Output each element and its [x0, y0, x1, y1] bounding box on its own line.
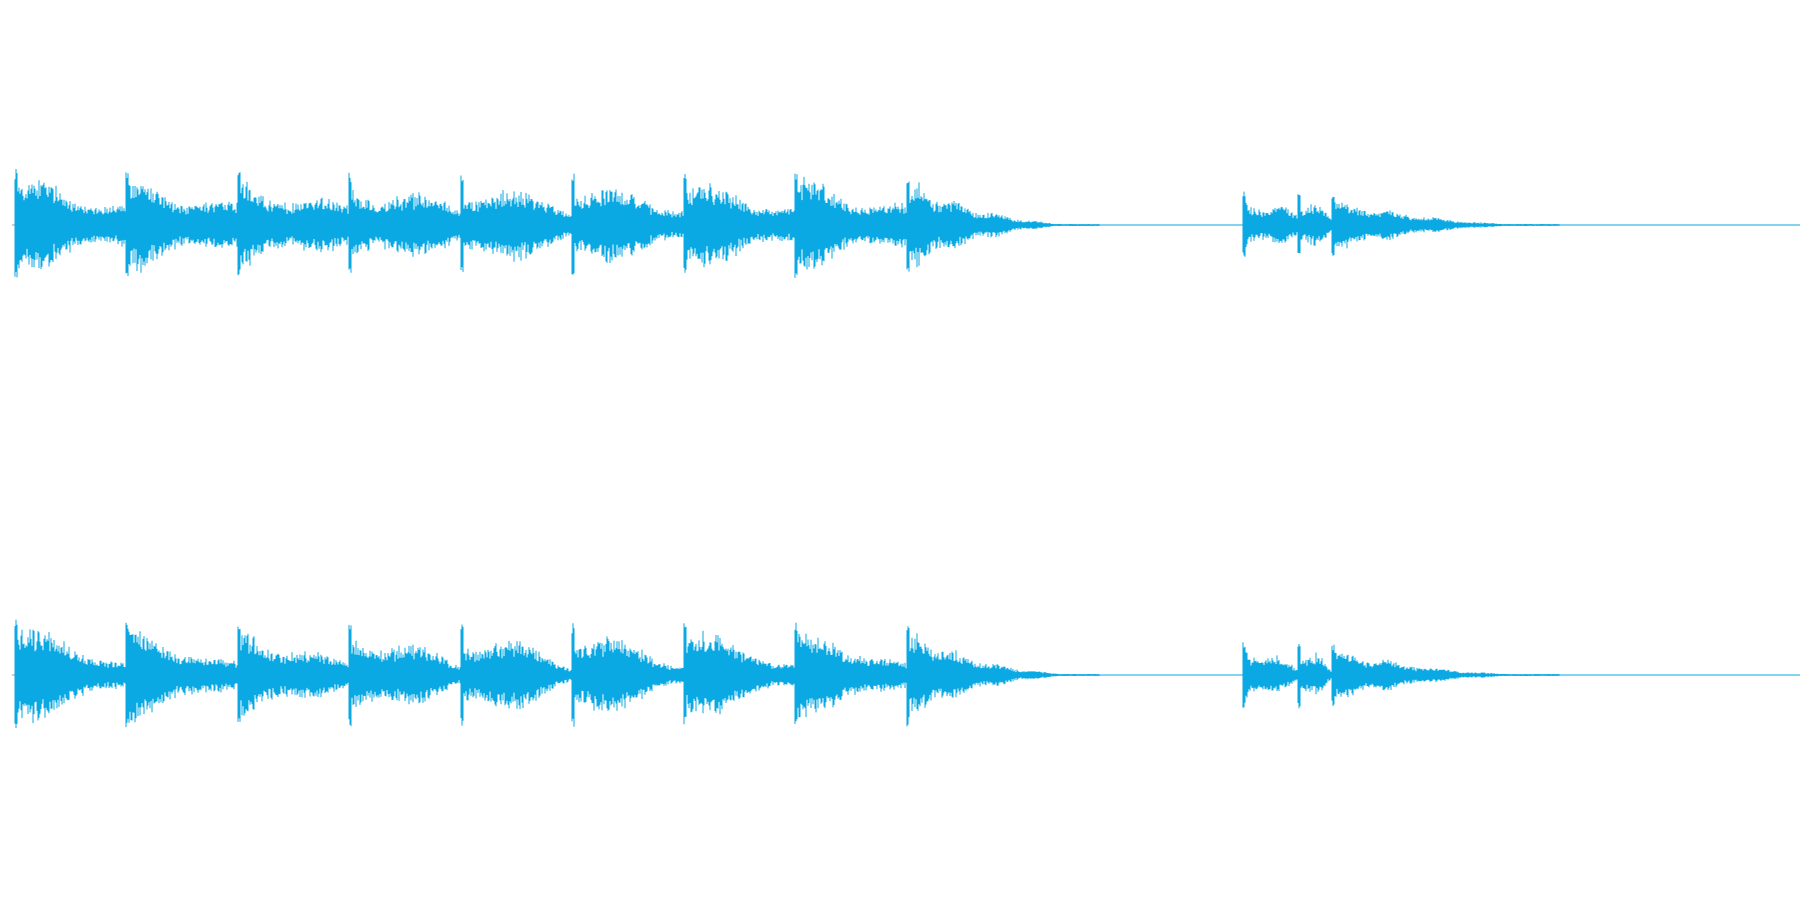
channel-2-burst-7: [683, 623, 795, 725]
channel-1-burst-2: [125, 172, 238, 276]
channel-2-burst-9: [906, 626, 1100, 727]
channel-1-burst-5: [460, 175, 572, 272]
channel-2-burst-12: [1331, 644, 1560, 706]
channel-1-burst-3: [237, 172, 349, 276]
channel-1-burst-7: [683, 174, 795, 273]
channel-1-burst-6: [571, 173, 684, 275]
channel-2-burst-1: [14, 619, 126, 728]
channel-1-burst-1: [14, 169, 126, 278]
channel-2-burst-6: [571, 623, 684, 727]
channel-2-burst-8: [794, 622, 907, 724]
channel-2-burst-3: [237, 626, 349, 722]
channel-1-burst-12: [1331, 196, 1560, 256]
channel-2-burst-10: [1242, 642, 1298, 708]
channel-1-burst-10: [1242, 191, 1298, 257]
channel-1-burst-8: [794, 173, 907, 278]
channel-1-burst-4: [348, 172, 461, 273]
channel-2-burst-2: [125, 622, 238, 728]
channel-2-track: [12, 619, 1800, 728]
channel-2-burst-4: [348, 624, 461, 727]
channel-1-burst-11: [1297, 194, 1332, 254]
channel-2-burst-5: [460, 624, 572, 726]
channel-1-burst-9: [906, 181, 1100, 272]
channel-1-track: [12, 169, 1800, 278]
channel-2-burst-11: [1297, 644, 1332, 709]
